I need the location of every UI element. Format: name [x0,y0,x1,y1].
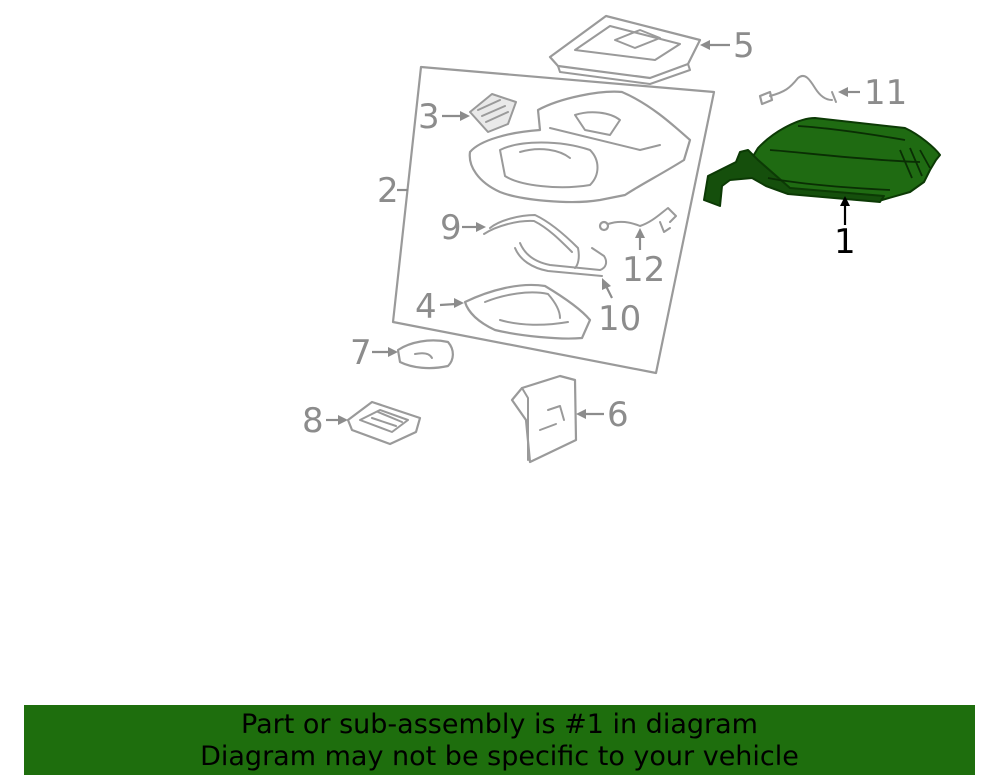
part-2-console-frame[interactable] [391,65,716,375]
part-1-armrest-lid[interactable] [703,117,941,207]
callout-1[interactable]: 1 [834,222,856,262]
callout-10[interactable]: 10 [598,299,641,339]
part-8-bracket[interactable] [346,400,422,446]
part-4-pocket[interactable] [463,283,592,340]
callout-2[interactable]: 2 [377,171,399,211]
callout-5[interactable]: 5 [733,26,755,66]
callout-9[interactable]: 9 [440,208,462,248]
leader-lines [326,40,860,425]
part-12-wire-harness[interactable] [598,207,677,233]
part-5-bezel[interactable] [548,14,702,85]
callout-6[interactable]: 6 [607,395,629,435]
part-11-harness[interactable] [758,74,837,106]
part-3-vent-grille[interactable] [469,93,517,133]
part-10-trim-strip[interactable] [514,242,608,277]
callout-3[interactable]: 3 [418,97,440,137]
part-2-console-shroud[interactable] [468,90,692,204]
part-7-cover[interactable] [396,339,454,370]
callout-11[interactable]: 11 [864,73,907,113]
callout-12[interactable]: 12 [622,250,665,290]
parts-diagram: 1 2 3 4 5 6 7 8 9 10 11 12 [302,14,941,464]
banner-line-1: Part or sub-assembly is #1 in diagram [241,709,758,740]
info-banner: Part or sub-assembly is #1 in diagram Di… [24,705,975,775]
callout-4[interactable]: 4 [415,287,437,327]
banner-line-2: Diagram may not be specific to your vehi… [200,741,799,772]
part-6-mount-bracket[interactable] [510,374,578,464]
callout-8[interactable]: 8 [302,401,324,441]
part-9-trim-strip[interactable] [483,214,580,269]
callout-7[interactable]: 7 [350,333,372,373]
